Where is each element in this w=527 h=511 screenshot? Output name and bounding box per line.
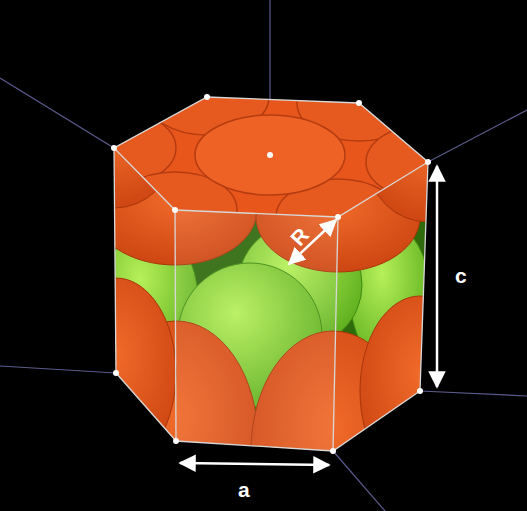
vertex-dots (111, 94, 431, 454)
dimension-arrows (180, 166, 437, 465)
cell-edges (114, 97, 428, 451)
height-label: c (455, 265, 467, 286)
edge-label: a (238, 479, 250, 500)
front-face (175, 210, 338, 451)
